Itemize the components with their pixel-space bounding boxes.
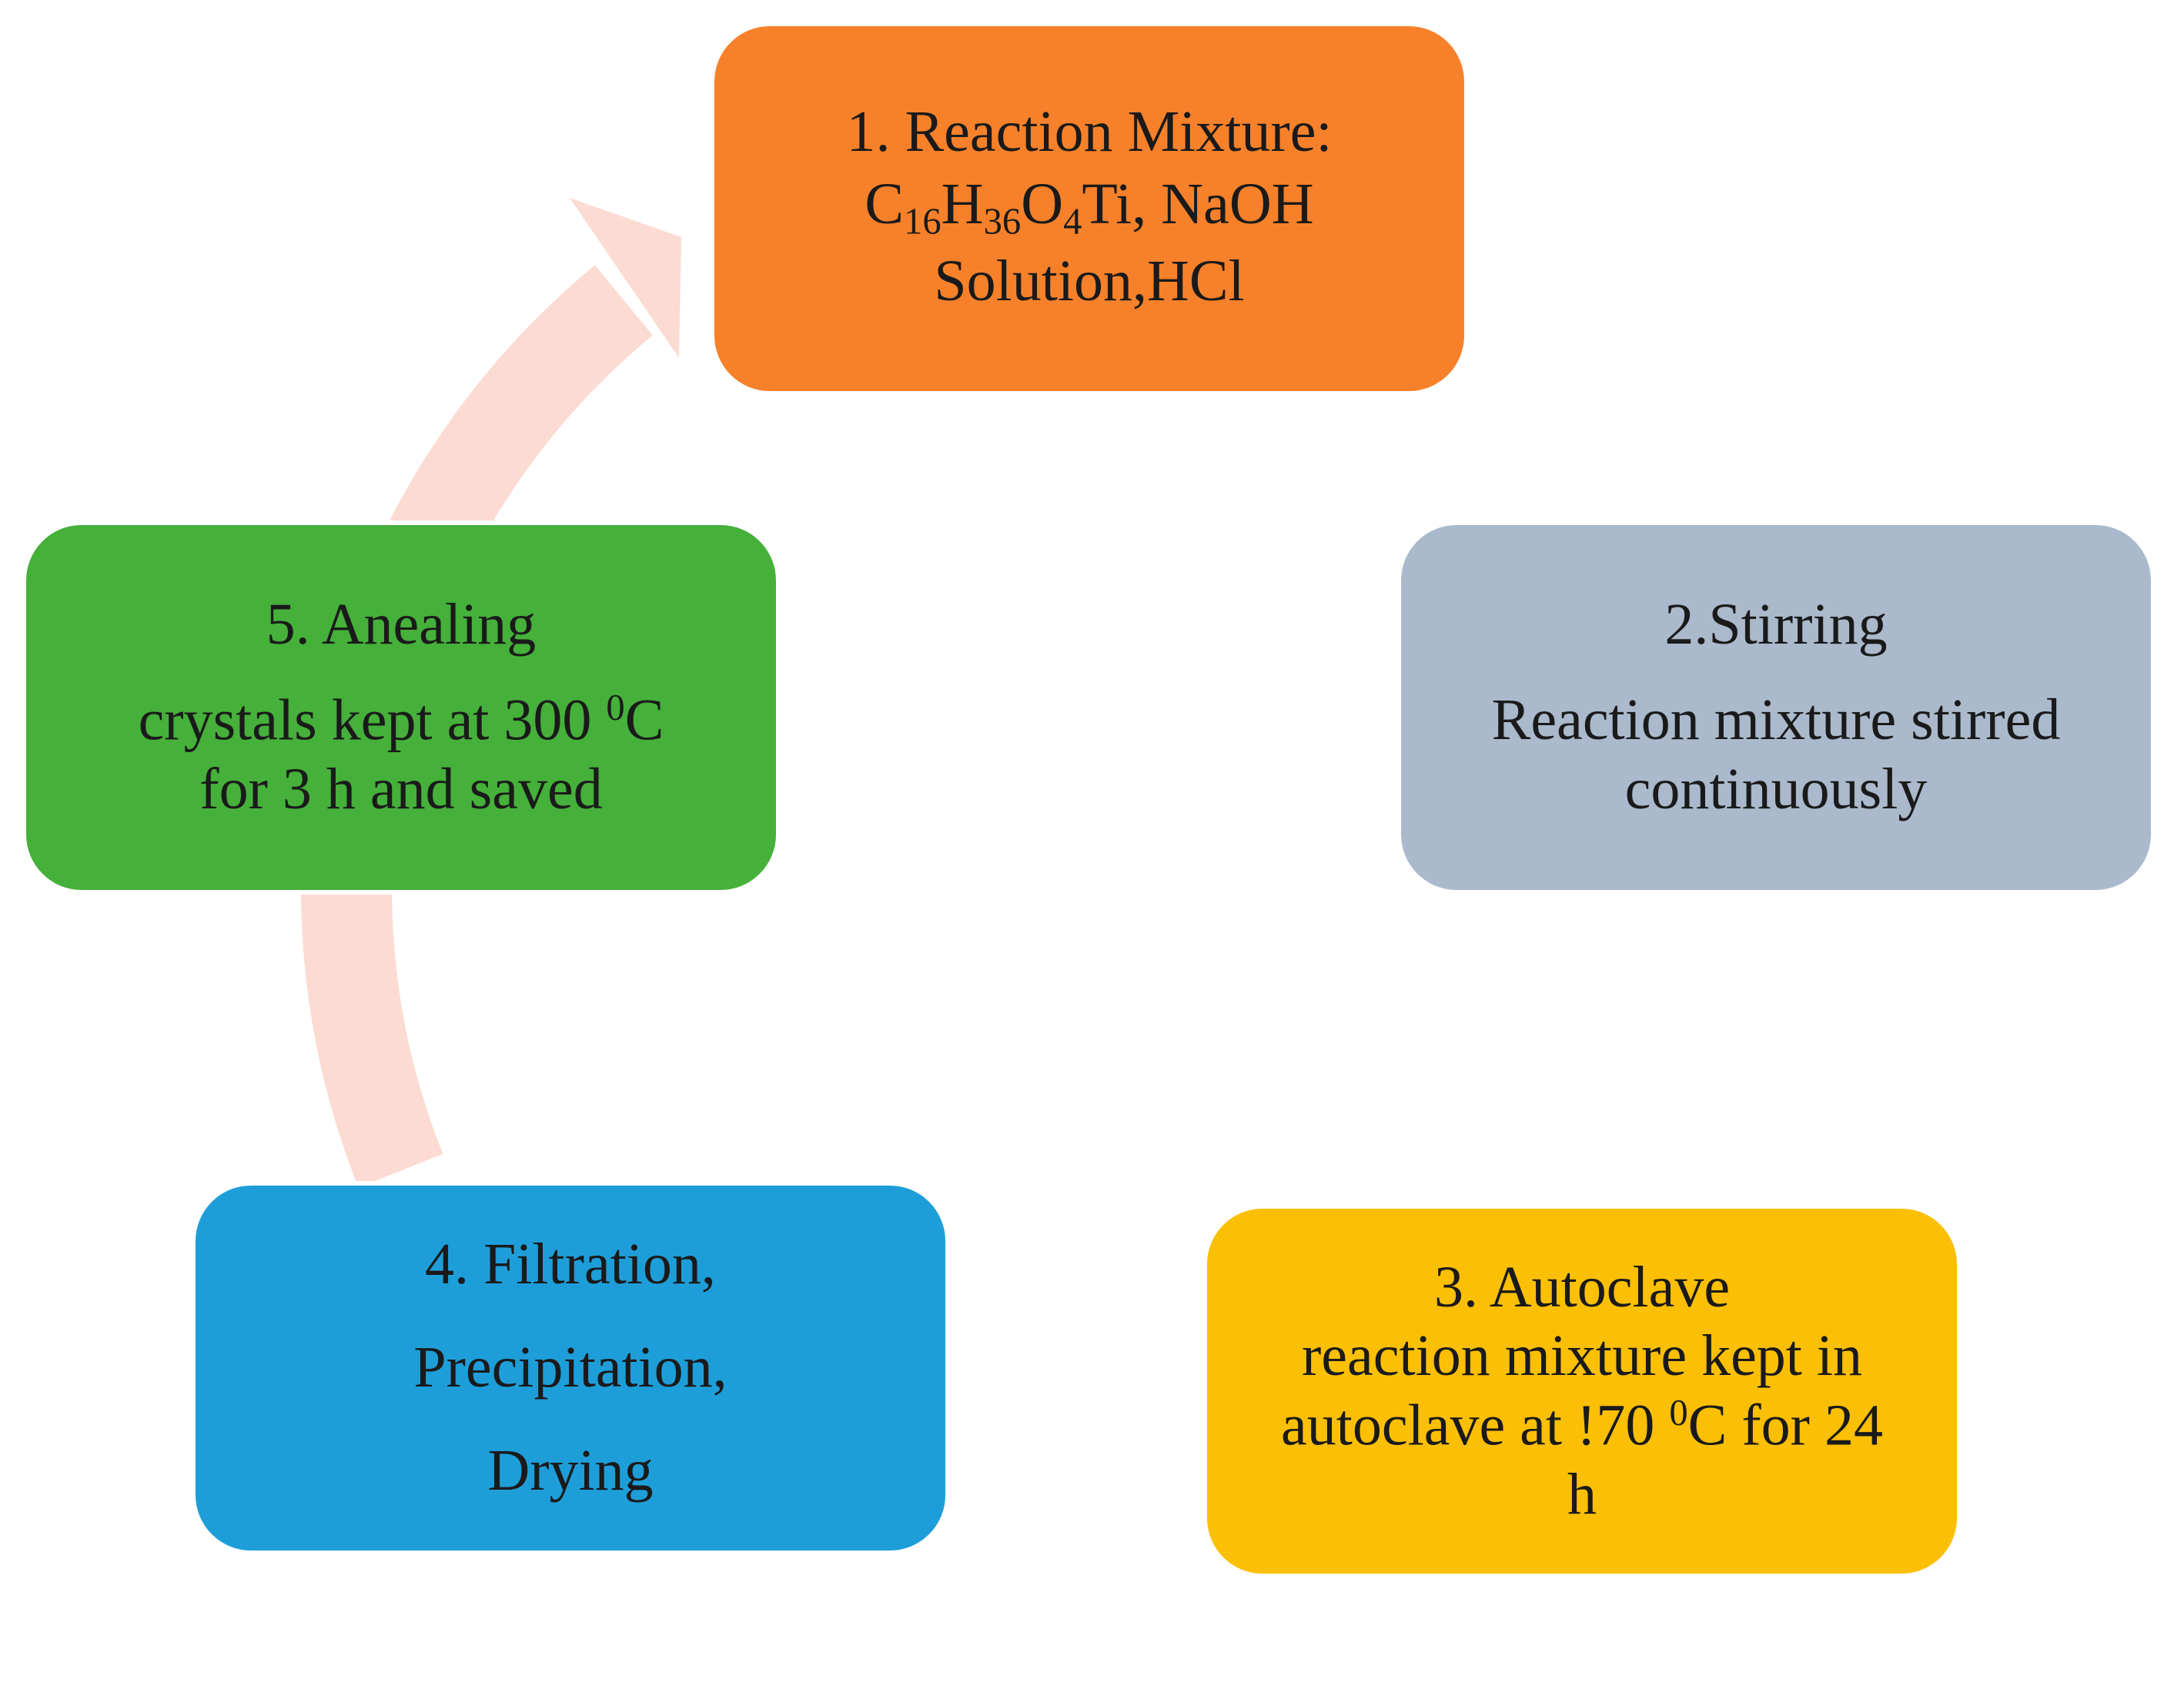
step-3-title: 3. Autoclave: [1433, 1254, 1731, 1320]
step-1-formula: C16H36O4Ti, NaOH: [865, 172, 1314, 243]
step-2-desc-line2: continuously: [1624, 756, 1928, 821]
step-3-desc-line3: h: [1567, 1461, 1597, 1527]
step-1-reaction-mixture: 1. Reaction Mixture: C16H36O4Ti, NaOH So…: [710, 22, 1469, 396]
step-3-autoclave: 3. Autoclave reaction mixture kept in au…: [1202, 1204, 1962, 1578]
step-5-annealing: 5. Anealing crystals kept at 300 0C for …: [22, 520, 781, 895]
step-3-desc-line2: autoclave at !70 0C for 24: [1281, 1391, 1883, 1458]
step-4-filtration: 4. Filtration, Precipitation, Drying: [191, 1181, 950, 1555]
step-1-solution: Solution,HCl: [934, 249, 1245, 313]
step-4-line3: Drying: [487, 1437, 654, 1503]
step-3-desc-line1: reaction mixture kept in: [1301, 1323, 1863, 1389]
step-2-title: 2.Stirring: [1664, 592, 1888, 657]
step-5-title: 5. Anealing: [266, 592, 537, 657]
step-2-stirring: 2.Stirring Reaction mixture stirred cont…: [1396, 520, 2156, 895]
step-5-desc-line1: crystals kept at 300 0C: [138, 687, 664, 753]
step-4-line2: Precipitation,: [413, 1335, 727, 1400]
step-1-title: 1. Reaction Mixture:: [846, 99, 1333, 165]
cycle-arrowhead: [570, 198, 681, 358]
step-4-line1: 4. Filtration,: [425, 1232, 716, 1297]
step-2-desc-line1: Reaction mixture stirred: [1491, 687, 2061, 753]
step-5-desc-line2: for 3 h and saved: [199, 756, 603, 821]
